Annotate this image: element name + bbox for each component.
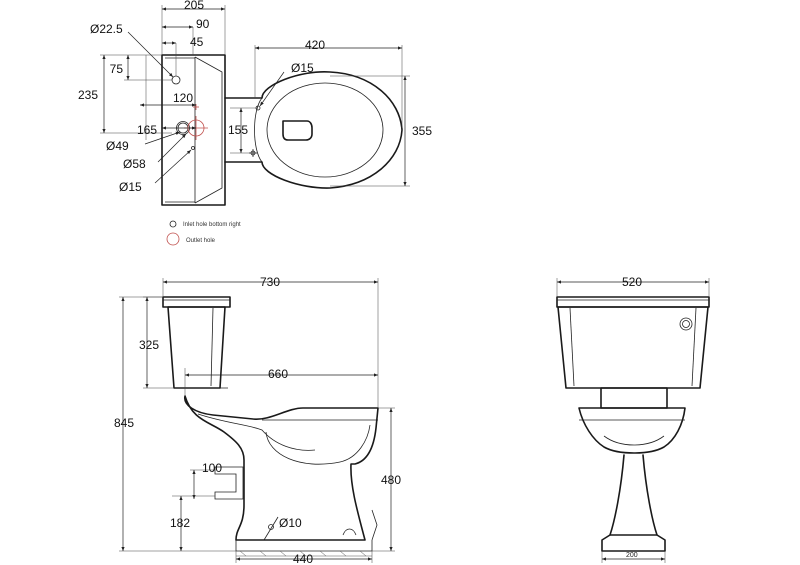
dim-845-label: 845: [114, 416, 134, 430]
dim-45-label: 45: [190, 35, 204, 49]
dim-100: 100: [190, 461, 222, 499]
floor-hatch: [236, 550, 372, 557]
dim-440: 440: [235, 551, 373, 565]
dim-100-label: 100: [202, 461, 222, 475]
dim-15-top: Ø15: [259, 61, 314, 107]
dim-660-label: 660: [268, 367, 288, 381]
dim-325-label: 325: [139, 338, 159, 352]
dim-205-label: 205: [184, 0, 204, 12]
waste-outlet: [214, 466, 279, 541]
cistern-front-outline: [556, 296, 710, 389]
dim-15-left-label: Ø15: [119, 180, 142, 194]
top-view: 205 90 45 Ø22.5 75 235: [78, 0, 432, 206]
dim-200-label: 200: [626, 552, 638, 559]
dim-165: 165: [137, 55, 196, 140]
dim-10-label: Ø10: [279, 516, 302, 530]
dim-155: 155: [228, 107, 258, 154]
cistern-top-outline: [161, 54, 226, 206]
dim-49: Ø49: [106, 131, 181, 153]
dim-165-label: 165: [137, 123, 157, 137]
dim-49-label: Ø49: [106, 139, 129, 153]
inlet-legend-label: Inlet hole bottom right: [183, 222, 241, 228]
dim-75-label: 75: [110, 62, 124, 76]
dim-58: Ø58: [123, 133, 187, 171]
dim-440-label: 440: [293, 552, 313, 565]
outlet-marker: [184, 104, 208, 140]
dim-480-label: 480: [381, 473, 401, 487]
dim-355: 355: [330, 75, 432, 187]
dim-22-5: Ø22.5: [90, 22, 174, 78]
dim-355-label: 355: [412, 124, 432, 138]
dim-58-label: Ø58: [123, 157, 146, 171]
dim-22-5-label: Ø22.5: [90, 22, 123, 36]
inlet-legend-icon: [169, 220, 177, 228]
dim-15-left: Ø15: [119, 149, 192, 194]
front-view: 520 200: [556, 275, 710, 563]
cistern-side-outline: [162, 296, 231, 389]
dim-660: 660: [184, 367, 378, 396]
dim-235-label: 235: [78, 88, 98, 102]
pan-front-outline: [578, 387, 686, 552]
dim-90: 90: [162, 17, 210, 55]
dim-520: 520: [556, 275, 710, 297]
dim-15-top-label: Ø15: [291, 61, 314, 75]
legend: Inlet hole bottom right Outlet hole: [166, 220, 241, 246]
dim-45: 45: [162, 35, 204, 76]
pan-top-outline: [224, 71, 403, 189]
dim-730-label: 730: [260, 275, 280, 289]
dim-90-label: 90: [196, 17, 210, 31]
dim-182-label: 182: [170, 516, 190, 530]
dim-235: 235: [78, 54, 172, 134]
dim-845: 845: [114, 296, 236, 552]
dim-75: 75: [110, 54, 172, 81]
dim-120: 120: [140, 91, 196, 107]
dim-200: 200: [601, 551, 666, 563]
outlet-legend-icon: [166, 232, 180, 246]
dim-730: 730: [162, 275, 379, 408]
dim-420: 420: [254, 38, 403, 128]
dim-520-label: 520: [622, 275, 642, 289]
dim-182: 182: [170, 495, 215, 551]
dim-10: Ø10: [279, 516, 302, 530]
side-view: 730 325 660 845 100 182: [114, 275, 401, 565]
dim-480: 480: [372, 407, 401, 552]
dim-155-label: 155: [228, 123, 248, 137]
pan-side-outline: [184, 395, 379, 552]
outlet-legend-label: Outlet hole: [186, 238, 216, 244]
dim-420-label: 420: [305, 38, 325, 52]
dim-205: 205: [161, 0, 226, 55]
dim-120-label: 120: [173, 91, 193, 105]
